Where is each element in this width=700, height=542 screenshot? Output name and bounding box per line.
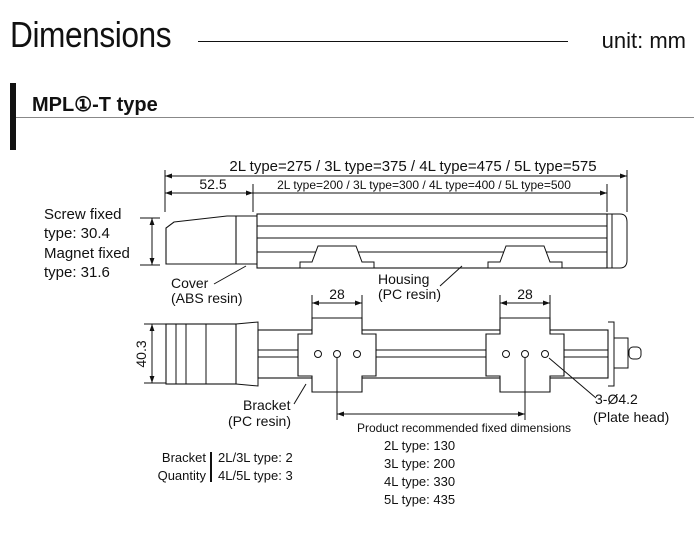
cover-label-2: (ABS resin) [171,290,243,306]
magnet-fixed-label-1: Magnet fixed [44,245,130,262]
fixed-dim-3l: 3L type: 200 [384,456,455,471]
quantity-value-1: 2L/3L type: 2 [218,450,293,465]
recommended-label: Product recommended fixed dimensions [357,421,571,435]
fixed-dim-2l: 2L type: 130 [384,438,455,453]
quantity-label-2: Quantity [158,468,207,483]
bottom-view [144,295,642,420]
screw-fixed-label-2: type: 30.4 [44,225,110,242]
unit-label: unit: mm [601,28,686,53]
magnet-fixed-label-2: type: 31.6 [44,264,110,281]
section-rule [16,117,694,118]
housing-label-1: Housing [378,271,429,287]
hole-label-2: (Plate head) [593,409,669,425]
bracket-label-1: Bracket [243,397,291,413]
page-title: Dimensions [10,14,172,55]
cover-label-1: Cover [171,275,209,291]
hole-label-1: 3-Ø4.2 [595,391,638,407]
bracket-label-2: (PC resin) [228,413,291,429]
section-accent-bar [10,83,16,150]
fixed-dim-4l: 4L type: 330 [384,474,455,489]
overall-length-label: 2L type=275 / 3L type=375 / 4L type=475 … [229,158,596,175]
screw-fixed-label-1: Screw fixed [44,206,122,223]
fixed-dim-5l: 5L type: 435 [384,492,455,507]
bracket-width-right-label: 28 [517,286,533,302]
section-title: MPL①-T type [32,94,158,116]
height-label: 40.3 [133,340,149,367]
housing-label-2: (PC resin) [378,286,441,302]
title-rule [198,41,568,42]
top-view [140,170,628,287]
bracket-width-left-label: 28 [329,286,345,302]
quantity-label-1: Bracket [162,450,206,465]
quantity-value-2: 4L/5L type: 3 [218,468,293,483]
inner-length-label: 2L type=200 / 3L type=300 / 4L type=400 … [277,178,571,192]
offset-label: 52.5 [199,176,226,192]
